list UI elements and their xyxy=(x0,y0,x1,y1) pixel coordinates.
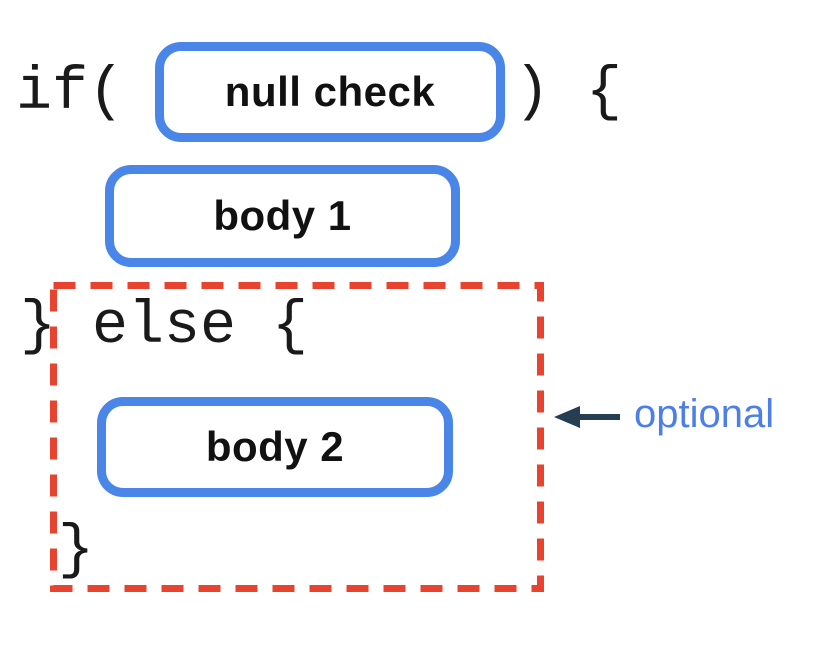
body2-block: body 2 xyxy=(97,397,453,497)
body1-block-label: body 1 xyxy=(213,192,352,239)
condition-block-label: null check xyxy=(224,68,436,115)
code-paren-brace: ) { xyxy=(514,59,623,127)
code-if-keyword: if( xyxy=(16,59,125,127)
condition-block: null check xyxy=(155,42,505,142)
body2-block-label: body 2 xyxy=(205,423,345,470)
arrow-left-icon xyxy=(554,406,620,428)
body1-block: body 1 xyxy=(105,165,460,267)
code-closing-brace: } xyxy=(58,517,95,585)
optional-annotation-label: optional xyxy=(634,392,775,436)
code-else-line: } else { xyxy=(20,293,309,361)
optional-region-dashed-outline xyxy=(50,282,544,592)
